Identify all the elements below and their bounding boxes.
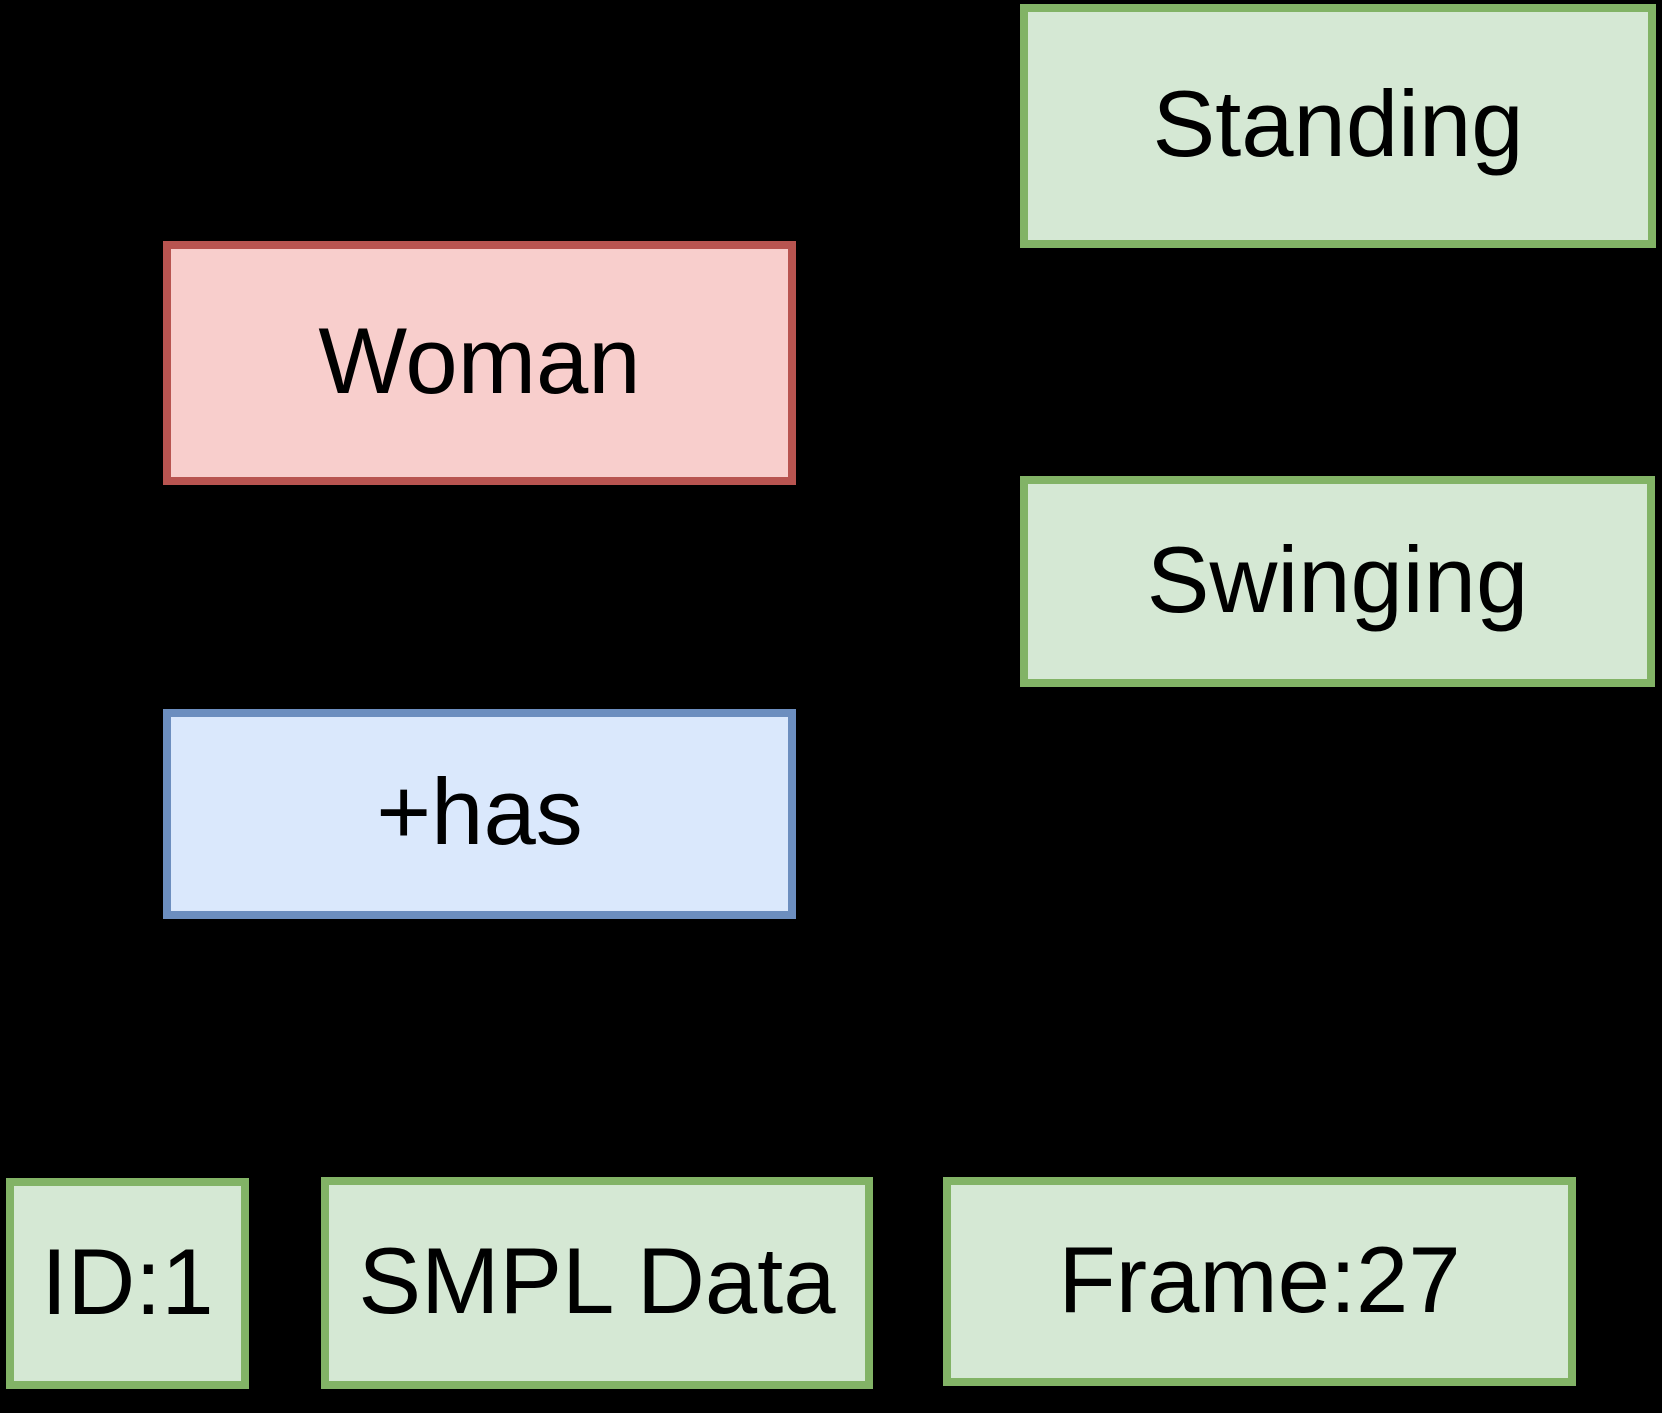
node-has-relation-label: +has <box>376 759 583 864</box>
node-id: ID:1 <box>6 1178 249 1389</box>
node-standing: Standing <box>1020 4 1656 248</box>
node-standing-label: Standing <box>1152 71 1524 176</box>
node-swinging: Swinging <box>1020 476 1655 687</box>
node-has-relation: +has <box>163 709 796 919</box>
node-id-label: ID:1 <box>41 1228 214 1334</box>
node-woman-label: Woman <box>318 308 641 413</box>
node-smpl-data: SMPL Data <box>321 1177 873 1389</box>
node-smpl-data-label: SMPL Data <box>358 1228 836 1333</box>
node-frame-label: Frame:27 <box>1058 1226 1461 1332</box>
node-woman: Woman <box>163 241 796 485</box>
node-frame: Frame:27 <box>943 1177 1576 1386</box>
node-swinging-label: Swinging <box>1146 526 1529 632</box>
